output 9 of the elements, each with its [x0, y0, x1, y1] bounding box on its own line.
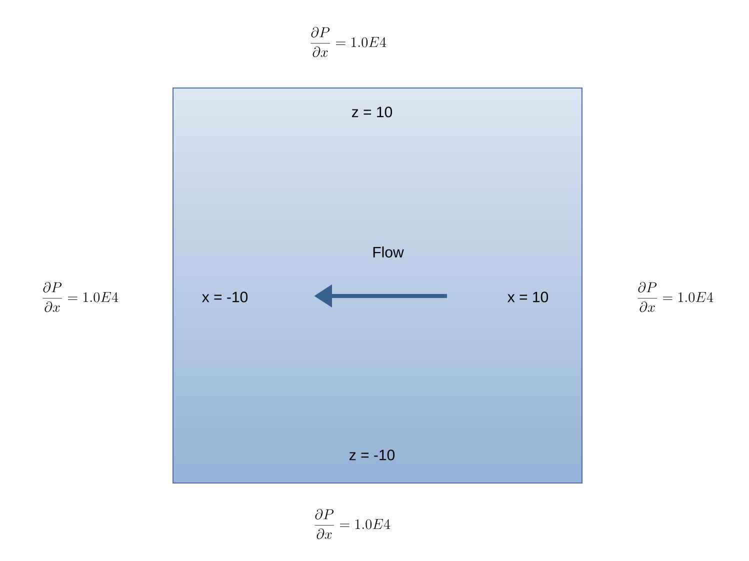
box-label: z = 10 [352, 106, 392, 118]
pressure-gradient-formula: $\frac{\partial P}{\partial x} = 1.0E4$ [42, 282, 118, 312]
box-label: Flow [373, 246, 404, 258]
box-label: z = -10 [349, 450, 395, 460]
pressure-gradient-formula: $\frac{\partial P}{\partial x} = 1.0E4$ [310, 26, 386, 58]
box-label: x = -10 [202, 292, 248, 302]
pressure-gradient-formula: $\frac{\partial P}{\partial x} = 1.0E4$ [314, 508, 390, 540]
box-label: x = 10 [508, 292, 548, 302]
pressure-gradient-formula: $\frac{\partial P}{\partial x} = 1.0E4$ [638, 282, 714, 312]
